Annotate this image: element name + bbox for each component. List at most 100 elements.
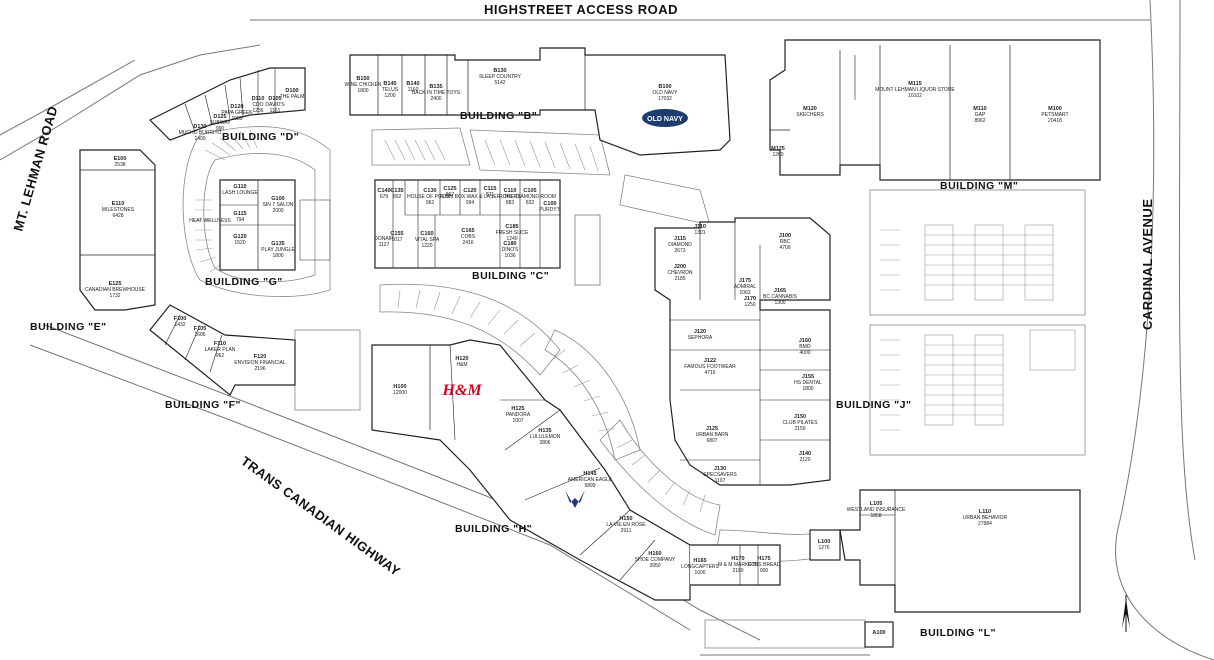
unit-sqft: 3806 <box>539 440 550 446</box>
unit-sqft: 5899 <box>584 483 595 489</box>
unit-sqft: 883 <box>506 200 515 206</box>
unit-name: SEPHORA <box>688 335 713 341</box>
unit-sqft: 1250 <box>744 302 755 308</box>
unit-name: ENVISION FINANCIAL <box>234 360 286 366</box>
unit-code: E110 <box>112 201 125 207</box>
unit-code: H170 <box>731 556 744 562</box>
unit-sqft: 1080 <box>231 116 242 122</box>
unit-code: C135 <box>390 188 403 194</box>
unit-a100[interactable]: A100 <box>872 630 885 636</box>
unit-name: SLEEP COUNTRY <box>479 74 522 80</box>
unit-code: E125 <box>109 281 122 287</box>
unit-sqft: 5142 <box>494 80 505 86</box>
unit-sqft: 2185 <box>674 276 685 282</box>
unit-name: CANADIAN BREWHOUSE <box>85 287 146 293</box>
unit-name: ROGERS <box>499 194 521 200</box>
unit-g140[interactable]: HEAT WELLNESS <box>189 218 231 224</box>
unit-code: L100 <box>818 539 831 545</box>
unit-sqft: 1400 <box>194 136 205 142</box>
unit-sqft: 2120 <box>799 457 810 463</box>
unit-code: J170 <box>744 296 756 302</box>
unit-sqft: 1236 <box>252 108 263 114</box>
unit-sqft: 794 <box>236 217 245 223</box>
unit-sqft: 1017 <box>391 237 402 243</box>
unit-code: B135 <box>429 84 442 90</box>
building-j <box>654 217 831 486</box>
